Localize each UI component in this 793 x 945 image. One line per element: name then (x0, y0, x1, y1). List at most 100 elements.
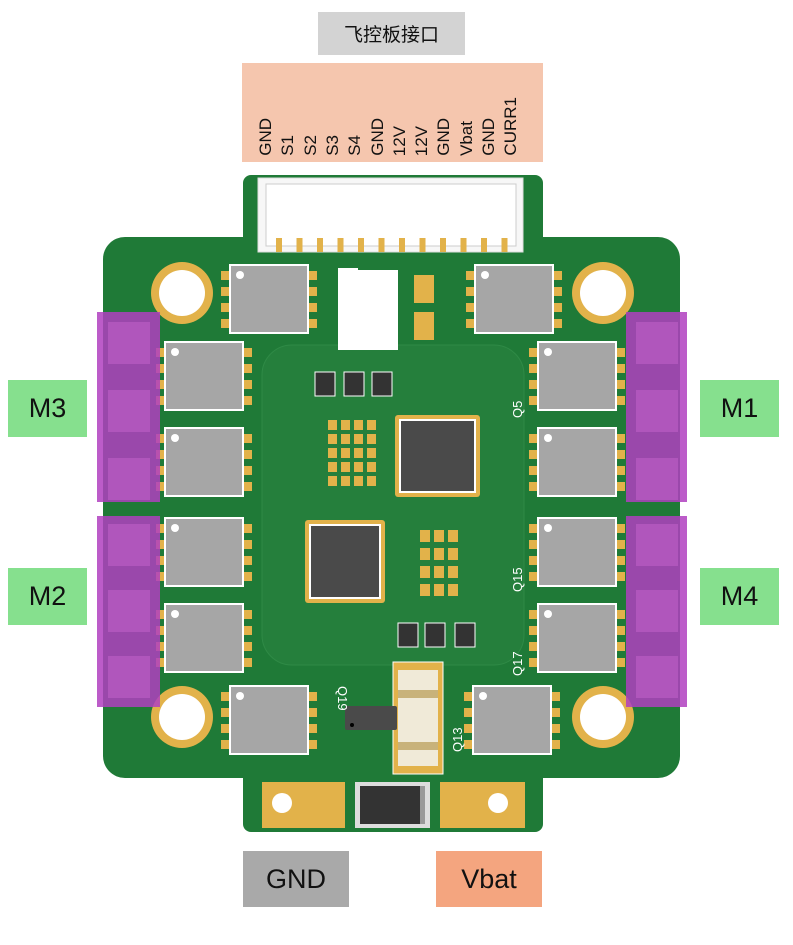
mosfet-pin (529, 348, 539, 357)
mosfet-pin (242, 626, 252, 635)
mosfet-pin1-marker (236, 271, 244, 279)
mosfet-pin (529, 466, 539, 475)
connector-pin (378, 238, 385, 252)
mosfet-pin1-marker (479, 692, 487, 700)
connector-pin (419, 238, 426, 252)
passive-component (420, 548, 430, 560)
silk-q17: Q17 (510, 651, 525, 676)
mosfet-pin1-marker (171, 434, 179, 442)
mosfet-pin (615, 482, 625, 491)
motor-solder-pad (636, 590, 678, 632)
passive-component (341, 434, 350, 444)
passive-component (414, 312, 434, 340)
passive-component (354, 462, 363, 472)
protection-diode (355, 782, 430, 828)
mosfet-pin (242, 396, 252, 405)
mosfet-pin (552, 287, 562, 296)
fc-connector-body (265, 183, 517, 247)
mosfet-pin (221, 303, 231, 312)
mosfet-pin (156, 466, 166, 475)
pin-label-vbat: Vbat (456, 121, 476, 156)
mosfet-pin (242, 610, 252, 619)
mosfet-pin1-marker (481, 271, 489, 279)
mosfet-pin (221, 692, 231, 701)
pin-label-s4: S4 (345, 135, 365, 156)
mosfet-pin (156, 348, 166, 357)
mosfet-pin (307, 740, 317, 749)
mosfet-pin (615, 364, 625, 373)
mosfet-pin (464, 724, 474, 733)
motor-solder-pad (108, 322, 150, 364)
pin-label-s2: S2 (300, 135, 320, 156)
passive-component (420, 566, 430, 578)
mosfet-pin (156, 482, 166, 491)
mosfet-pin (529, 626, 539, 635)
mosfet-pin (615, 642, 625, 651)
passive-component (341, 462, 350, 472)
passive-component (341, 476, 350, 486)
mosfet-pin (552, 303, 562, 312)
motor-label-m2: M2 (8, 568, 87, 625)
connector-pin (460, 238, 467, 252)
motor-solder-pad (108, 458, 150, 500)
empty-footprint (338, 270, 398, 350)
motor-solder-pad (108, 390, 150, 432)
mounting-hole (580, 270, 626, 316)
current-shunt (392, 661, 444, 775)
mosfet-pin (242, 364, 252, 373)
mosfet-pin (550, 724, 560, 733)
mosfet (537, 517, 617, 587)
passive-component (341, 420, 350, 430)
motor-solder-pad (636, 656, 678, 698)
mosfet-pin (529, 524, 539, 533)
mosfet-pin (156, 396, 166, 405)
mosfet-pin (466, 271, 476, 280)
passive-component (354, 448, 363, 458)
pin-label-s3: S3 (322, 135, 342, 156)
mounting-hole (580, 694, 626, 740)
pin-label-s1: S1 (278, 135, 298, 156)
mosfet-pin1-marker (171, 610, 179, 618)
mosfet-pin (615, 434, 625, 443)
mcu-chip (395, 415, 480, 497)
pin-label-12v: 12V (412, 125, 432, 156)
motor-label-m4: M4 (700, 568, 779, 625)
diode-component (314, 371, 336, 397)
mosfet-pin (464, 692, 474, 701)
pin-label-12v: 12V (389, 125, 409, 156)
mosfet-pin (550, 708, 560, 717)
mosfet-pin (156, 572, 166, 581)
diode-component (343, 371, 365, 397)
passive-component (367, 448, 376, 458)
mosfet-pin (242, 482, 252, 491)
power-label-vbat: Vbat (436, 851, 542, 907)
mosfet-pin1-marker (171, 524, 179, 532)
connector-pin (296, 238, 303, 252)
passive-component (367, 462, 376, 472)
mounting-hole (159, 270, 205, 316)
mosfet-pin (242, 434, 252, 443)
motor-solder-pad (108, 524, 150, 566)
connector-pin (337, 238, 344, 252)
mosfet-pin (529, 572, 539, 581)
passive-component (434, 530, 444, 542)
mosfet-pin (615, 626, 625, 635)
connector-pin (501, 238, 508, 252)
passive-component (328, 448, 337, 458)
passive-component (328, 420, 337, 430)
diode-component (397, 622, 419, 648)
power-label-gnd: GND (243, 851, 349, 907)
mosfet-pin (307, 692, 317, 701)
mosfet-pin (466, 319, 476, 328)
mosfet-pin (307, 287, 317, 296)
mosfet-pin (615, 524, 625, 533)
mosfet-pin (156, 450, 166, 459)
mosfet-pin (529, 396, 539, 405)
passive-component (434, 548, 444, 560)
pin-label-gnd: GND (434, 118, 454, 156)
mosfet-pin (552, 319, 562, 328)
mosfet-pin (529, 556, 539, 565)
mosfet-pin (552, 271, 562, 280)
